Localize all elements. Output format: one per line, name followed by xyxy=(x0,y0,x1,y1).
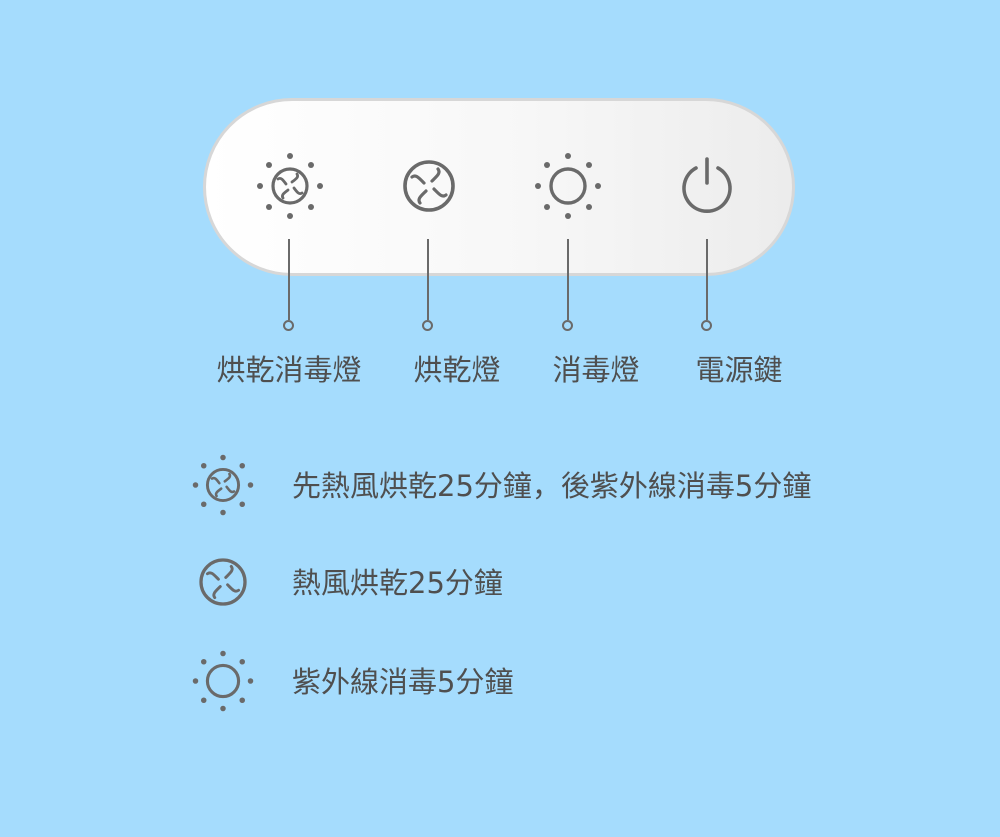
leader-line xyxy=(288,239,290,320)
leader-end-dot xyxy=(701,320,712,331)
leader-line xyxy=(706,239,708,320)
fan-with-sun-dots-icon xyxy=(190,452,256,518)
legend-item-sterilize: 紫外線消毒5分鐘 xyxy=(292,665,514,699)
fan-with-sun-dots-icon[interactable] xyxy=(254,150,326,222)
leader-end-dot xyxy=(283,320,294,331)
sun-icon xyxy=(190,648,256,714)
sun-icon[interactable] xyxy=(532,150,604,222)
sterilize-button-label: 消毒燈 xyxy=(552,353,640,387)
leader-line xyxy=(567,239,569,320)
fan-icon[interactable] xyxy=(393,150,465,222)
dry-sterilize-button-label: 烘乾消毒燈 xyxy=(216,353,362,387)
leader-end-dot xyxy=(422,320,433,331)
control-panel xyxy=(203,98,795,276)
leader-end-dot xyxy=(562,320,573,331)
legend-item-dry: 熱風烘乾25分鐘 xyxy=(292,566,503,600)
power-icon[interactable] xyxy=(671,150,743,222)
leader-line xyxy=(427,239,429,320)
power-button-label: 電源鍵 xyxy=(695,353,783,387)
dry-button-label: 烘乾燈 xyxy=(413,353,501,387)
fan-icon xyxy=(199,558,247,606)
legend-item-dry-sterilize: 先熱風烘乾25分鐘，後紫外線消毒5分鐘 xyxy=(292,469,812,503)
